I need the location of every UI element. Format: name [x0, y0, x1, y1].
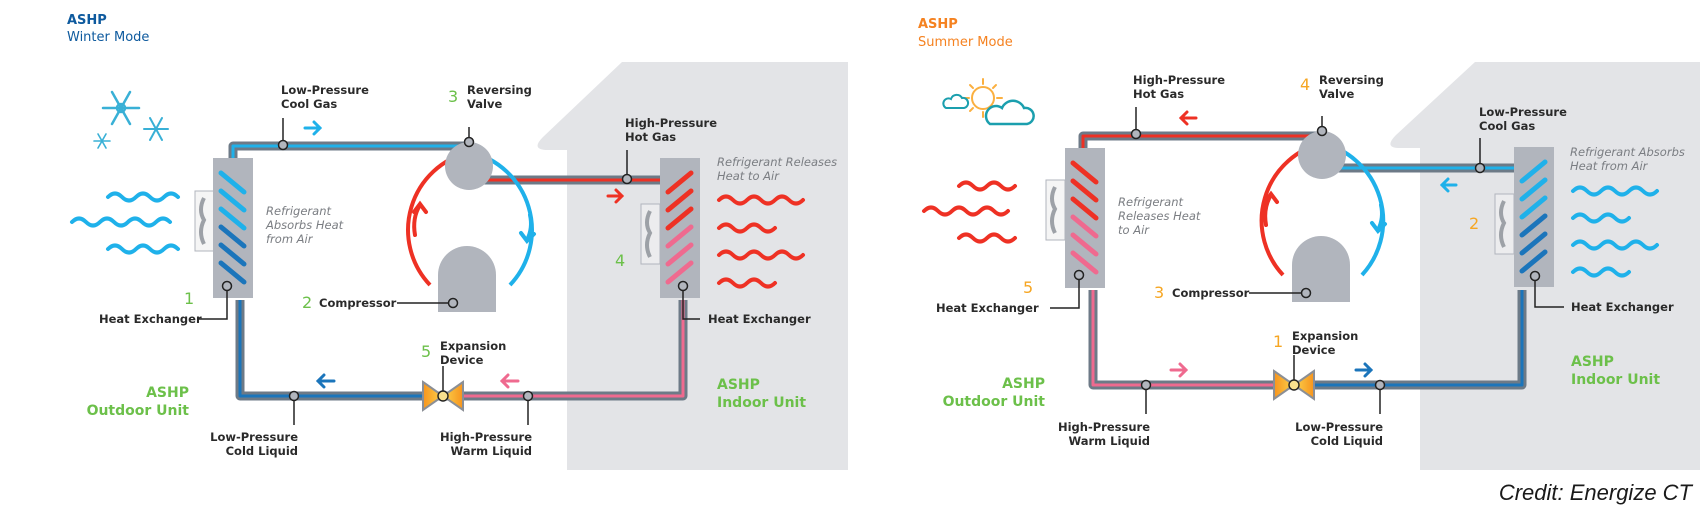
outdoor-coil: [218, 170, 247, 285]
step-number: 3: [448, 87, 458, 106]
flow-arrow-right-icon: [303, 120, 323, 136]
label-compressor: Compressor: [319, 296, 397, 310]
warm-air-waves-icon: [922, 180, 1017, 244]
label-outdoor-hx: Heat Exchanger: [936, 301, 1039, 315]
step-number: 4: [1300, 75, 1310, 94]
compressor: [1292, 236, 1350, 302]
winter-title: ASHP: [67, 13, 107, 28]
expansion-device: [1273, 369, 1315, 401]
flow-arrow-left-icon: [1439, 177, 1458, 193]
sun-clouds-icon: [942, 78, 1035, 126]
cold-air-waves-icon: [1571, 185, 1659, 278]
label-indoor-hx: Heat Exchanger: [708, 312, 811, 326]
step-number: 1: [1273, 332, 1283, 351]
indoor-coil: [665, 170, 694, 285]
callout-leaders: [197, 118, 700, 425]
summer-panel: ASHP Summer Mode: [918, 17, 1700, 470]
winter-subtitle: Winter Mode: [67, 30, 149, 45]
fan-icon: [1499, 200, 1507, 248]
image-credit: Credit: Energize CT: [1498, 480, 1692, 505]
flow-arrow-left-icon: [1178, 110, 1198, 126]
callout-leaders: [1050, 107, 1564, 414]
summer-title: ASHP: [918, 17, 958, 32]
step-number: 2: [302, 293, 312, 312]
warm-air-waves-icon: [717, 194, 805, 289]
step-number: 5: [1023, 278, 1033, 297]
flow-arrow-right-icon: [1354, 362, 1374, 378]
flow-arrow-right-icon: [1169, 362, 1189, 378]
indoor-coil: [1519, 159, 1548, 274]
reversing-valve: [1298, 131, 1346, 179]
compressor: [438, 246, 496, 312]
loop-arrow-up-icon: [1263, 190, 1279, 227]
flow-arrow-left-icon: [499, 373, 520, 389]
outdoor-coil: [1070, 160, 1099, 275]
loop-arrow-down-icon: [1370, 203, 1387, 235]
label-indoor-hx: Heat Exchanger: [1571, 300, 1674, 314]
expansion-device: [422, 380, 464, 412]
loop-arrow-down-icon: [519, 213, 536, 245]
step-number: 2: [1469, 214, 1479, 233]
flow-arrow-right-icon: [606, 188, 625, 204]
step-number: 5: [421, 342, 431, 361]
step-number: 3: [1154, 283, 1164, 302]
summer-subtitle: Summer Mode: [918, 35, 1013, 50]
winter-panel: ASHP Winter Mode: [67, 13, 848, 470]
flow-arrow-left-icon: [315, 373, 336, 389]
fan-icon: [1050, 186, 1058, 234]
label-compressor: Compressor: [1172, 286, 1250, 300]
label-outdoor-hx: Heat Exchanger: [99, 312, 202, 326]
step-number: 1: [184, 289, 194, 308]
reversing-valve: [445, 142, 493, 190]
snowflakes-icon: [93, 90, 169, 149]
fan-icon: [645, 210, 653, 258]
fan-icon: [199, 197, 207, 245]
step-number: 4: [615, 251, 625, 270]
loop-arrow-up-icon: [412, 200, 428, 237]
cold-air-waves-icon: [70, 191, 180, 255]
